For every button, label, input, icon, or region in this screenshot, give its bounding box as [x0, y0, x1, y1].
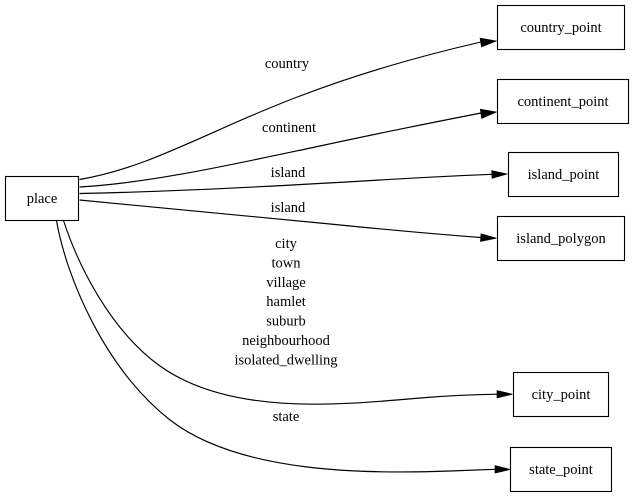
- edge-place-to-country-point[interactable]: [79, 37, 498, 181]
- node-country-point-box: [496, 4, 626, 51]
- edge-path-island-polygon: [79, 199, 482, 239]
- edge-label-country: country: [265, 56, 310, 72]
- arrowhead-island-polygon: [480, 233, 497, 242]
- node-continent-point-label: continent_point: [517, 94, 608, 110]
- edge-path-country: [79, 41, 482, 181]
- edge-place-to-island-point[interactable]: [79, 170, 508, 195]
- node-country-point[interactable]: country_point: [496, 4, 626, 51]
- arrowhead-island-point: [491, 170, 508, 179]
- edge-place-to-city-point[interactable]: [62, 220, 513, 405]
- node-city-point[interactable]: city_point: [512, 371, 610, 418]
- edge-label-island-point: island: [271, 165, 306, 181]
- node-island-point-box: [507, 151, 620, 198]
- node-city-point-box: [512, 371, 610, 418]
- arrowhead-country: [479, 37, 498, 48]
- edge-label-state: state: [273, 409, 300, 425]
- edge-label-city-multi-line: isolated_dwelling: [234, 352, 337, 368]
- node-country-point-label: country_point: [520, 20, 601, 36]
- edge-label-city-multi-line: city: [275, 236, 297, 252]
- edge-label-city-multi-line: suburb: [266, 314, 305, 330]
- node-place[interactable]: place: [4, 175, 80, 222]
- edge-path-island-point: [79, 173, 493, 195]
- edge-label-continent: continent: [262, 120, 316, 136]
- edge-place-to-state-point[interactable]: [55, 220, 511, 474]
- edge-label-city-multi-line: hamlet: [266, 294, 305, 310]
- edge-path-city: [62, 220, 498, 405]
- node-island-point-label: island_point: [528, 167, 600, 183]
- edge-place-to-continent-point[interactable]: [79, 108, 498, 188]
- edge-place-to-island-polygon[interactable]: [79, 199, 497, 242]
- edge-path-continent: [79, 112, 482, 188]
- node-continent-point[interactable]: continent_point: [496, 78, 630, 125]
- edge-label-island-polygon: island: [271, 200, 306, 216]
- node-island-polygon[interactable]: island_polygon: [496, 215, 626, 262]
- node-island-polygon-box: [496, 215, 626, 262]
- edge-label-city-multi: city town village hamlet suburb neighbourhood…: [234, 236, 337, 368]
- node-island-polygon-label: island_polygon: [516, 231, 606, 247]
- node-place-box: [4, 175, 80, 222]
- edge-path-state: [55, 220, 496, 473]
- node-city-point-label: city_point: [532, 387, 591, 403]
- node-state-point[interactable]: state_point: [509, 446, 613, 493]
- arrowhead-city: [496, 390, 513, 399]
- node-state-point-label: state_point: [529, 462, 593, 478]
- arrowhead-state: [494, 465, 511, 474]
- edge-label-city-multi-line: neighbourhood: [242, 333, 331, 349]
- node-island-point[interactable]: island_point: [507, 151, 620, 198]
- arrowhead-continent: [479, 108, 498, 119]
- edge-label-city-multi-line: town: [272, 255, 302, 271]
- node-continent-point-box: [496, 78, 630, 125]
- node-place-label: place: [27, 191, 58, 207]
- edge-label-city-multi-line: village: [266, 275, 305, 291]
- node-state-point-box: [509, 446, 613, 493]
